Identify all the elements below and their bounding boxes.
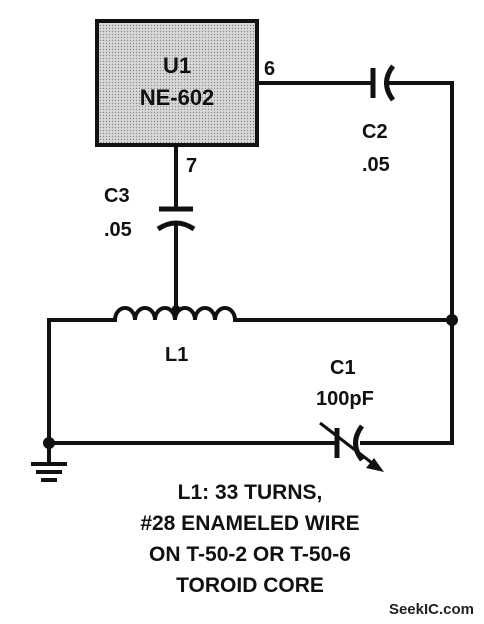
u1-ref-label: U1 (163, 53, 191, 78)
c2-value-label: .05 (362, 154, 390, 176)
c3-ref-label: C3 (104, 185, 130, 207)
variable-capacitor-icon (319, 421, 384, 472)
note-line-3: ON T-50-2 OR T-50-6 (149, 543, 351, 566)
wire-left-rail (47, 318, 338, 445)
watermark: SeekIC.com (389, 601, 474, 618)
inductor-icon (113, 306, 237, 321)
c1-value-label: 100pF (316, 388, 374, 410)
c3-value-label: .05 (104, 219, 132, 241)
c2-ref-label: C2 (362, 121, 388, 143)
u1-part-label: NE-602 (140, 85, 215, 110)
ground-icon (31, 443, 67, 482)
c1-ref-label: C1 (330, 357, 356, 379)
pin-7-label: 7 (186, 155, 197, 177)
l1-ref-label: L1 (165, 344, 188, 366)
ic-u1: U1 NE-602 (95, 19, 259, 147)
note-line-2: #28 ENAMELED WIRE (140, 512, 359, 535)
note-line-4: TOROID CORE (176, 574, 324, 597)
note-line-1: L1: 33 TURNS, (178, 481, 323, 504)
right-junction-dot (446, 314, 458, 326)
pin-6-label: 6 (264, 58, 275, 80)
wire-c2-to-right-rail (360, 81, 454, 445)
coil-tap-junction (172, 305, 180, 313)
